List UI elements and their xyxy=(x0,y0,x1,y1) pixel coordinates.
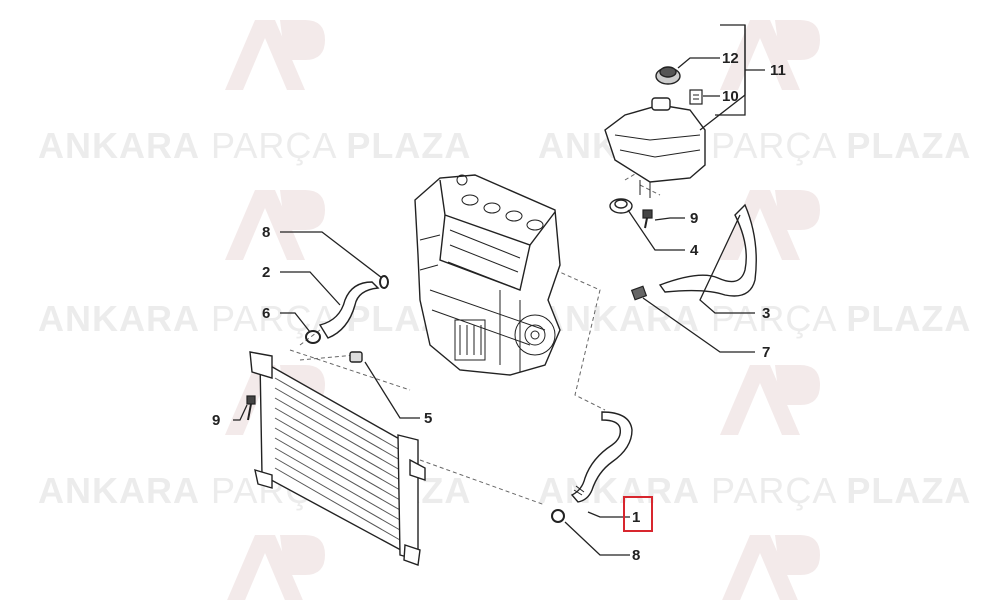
cap-12 xyxy=(655,66,681,85)
watermark-logo xyxy=(720,20,820,90)
clamp-6 xyxy=(305,330,321,344)
callout-6: 6 xyxy=(262,305,270,322)
radiator xyxy=(249,351,426,566)
label-10 xyxy=(689,89,703,105)
watermark-text: ANKARA PARÇA PLAZA xyxy=(538,470,972,511)
watermark-logo xyxy=(720,190,820,260)
o-ring-8-top xyxy=(379,275,389,289)
callout-2: 2 xyxy=(262,264,270,281)
callout-5: 5 xyxy=(424,410,432,427)
callout-7: 7 xyxy=(762,344,770,361)
callout-3: 3 xyxy=(762,305,770,322)
watermark-logo xyxy=(720,535,820,605)
watermark-text: ANKARA PARÇA PLAZA xyxy=(538,298,972,339)
bolt-right xyxy=(642,209,653,229)
watermark-logo xyxy=(225,190,325,260)
leader-lines xyxy=(233,24,765,556)
callout-8-bottom: 8 xyxy=(632,547,640,564)
callout-11: 11 xyxy=(770,62,786,79)
callout-1[interactable]: 1 xyxy=(632,509,640,526)
highlight-box xyxy=(623,496,653,532)
clip-7 xyxy=(630,285,648,301)
watermark-logo xyxy=(225,20,325,90)
hose-3 xyxy=(658,203,757,297)
watermark-text: ANKARA PARÇA PLAZA xyxy=(38,125,472,166)
callout-9-left: 9 xyxy=(212,412,220,429)
plug-5 xyxy=(349,351,363,363)
expansion-tank xyxy=(604,97,706,198)
callout-8-top: 8 xyxy=(262,224,270,241)
callout-10: 10 xyxy=(722,88,739,105)
callout-12: 12 xyxy=(722,50,739,67)
o-ring-8-bottom xyxy=(551,509,565,523)
hose-1 xyxy=(570,411,633,503)
callout-4: 4 xyxy=(690,242,699,259)
watermark-logo xyxy=(225,535,325,605)
hose-2 xyxy=(318,281,380,339)
callout-9-right: 9 xyxy=(690,210,698,227)
cap-4 xyxy=(609,198,633,214)
bolt-left xyxy=(246,395,256,421)
watermark-logo xyxy=(720,365,820,435)
engine-block xyxy=(414,174,561,376)
